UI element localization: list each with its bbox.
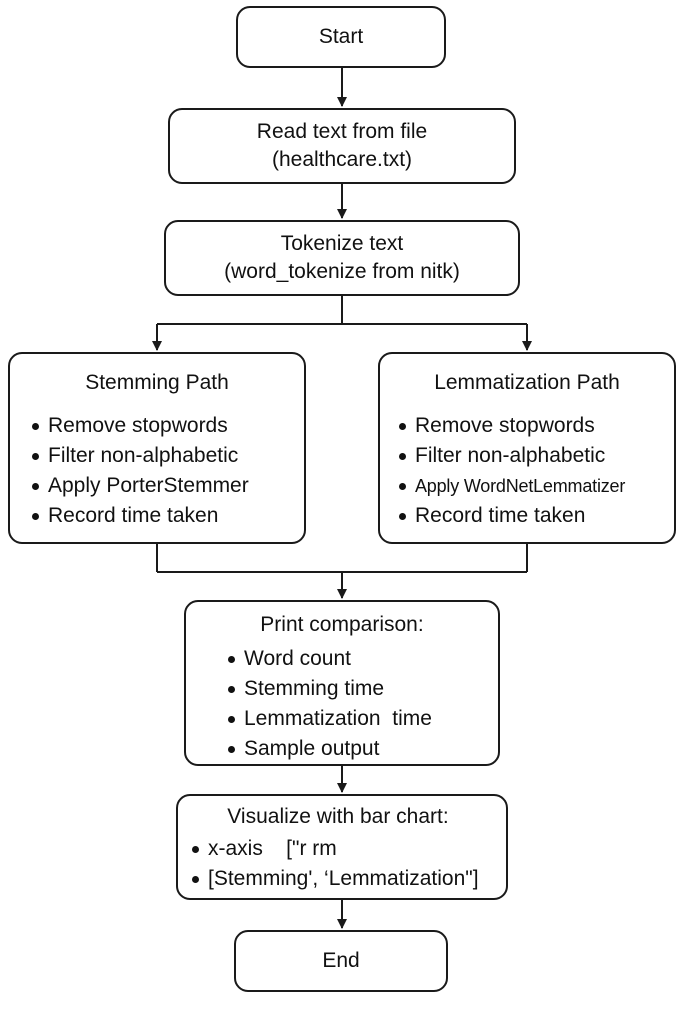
list-item: Stemming time	[226, 674, 432, 704]
list-item: Remove stopwords	[397, 411, 625, 441]
lemmatization-path-node: Lemmatization Path Remove stopwords Filt…	[378, 352, 676, 544]
stemming-path-node: Stemming Path Remove stopwords Filter no…	[8, 352, 306, 544]
tokenize-title: Tokenize text	[280, 232, 404, 255]
read-file-node: Read text from file (healthcare.txt)	[168, 108, 516, 184]
print-comparison-title: Print comparison:	[260, 613, 424, 636]
list-item: x-axis ["r rm	[190, 834, 479, 864]
start-node: Start	[236, 6, 446, 68]
list-item: Record time taken	[397, 501, 625, 531]
read-file-filename: (healthcare.txt)	[271, 148, 413, 171]
list-item: Record time taken	[30, 501, 249, 531]
lemmatization-path-title: Lemmatization Path	[434, 371, 620, 394]
visualize-items-list: x-axis ["r rm [Stemming', ‘Lemmatization…	[190, 834, 479, 894]
list-item: Apply PorterStemmer	[30, 471, 249, 501]
tokenize-method: (word_tokenize from nitk)	[224, 260, 460, 283]
list-item: Lemmatization time	[226, 704, 432, 734]
tokenize-node: Tokenize text (word_tokenize from nitk)	[164, 220, 520, 296]
visualize-title: Visualize with bar chart:	[227, 805, 449, 828]
list-item: Apply WordNetLemmatizer	[397, 471, 625, 501]
stemming-path-title: Stemming Path	[85, 371, 229, 394]
list-item: Word count	[226, 644, 432, 674]
list-item: Filter non-alphabetic	[30, 441, 249, 471]
stemming-steps-list: Remove stopwords Filter non-alphabetic A…	[30, 411, 249, 531]
read-file-title: Read text from file	[256, 120, 428, 143]
lemmatization-steps-list: Remove stopwords Filter non-alphabetic A…	[397, 411, 625, 531]
start-label: Start	[318, 25, 364, 48]
end-node: End	[234, 930, 448, 992]
comparison-items-list: Word count Stemming time Lemmatization t…	[226, 644, 432, 764]
end-label: End	[322, 949, 360, 972]
list-item: [Stemming', ‘Lemmatization"]	[190, 864, 479, 894]
visualize-node: Visualize with bar chart: x-axis ["r rm …	[176, 794, 508, 900]
list-item: Filter non-alphabetic	[397, 441, 625, 471]
list-item: Sample output	[226, 734, 432, 764]
print-comparison-node: Print comparison: Word count Stemming ti…	[184, 600, 500, 766]
list-item: Remove stopwords	[30, 411, 249, 441]
